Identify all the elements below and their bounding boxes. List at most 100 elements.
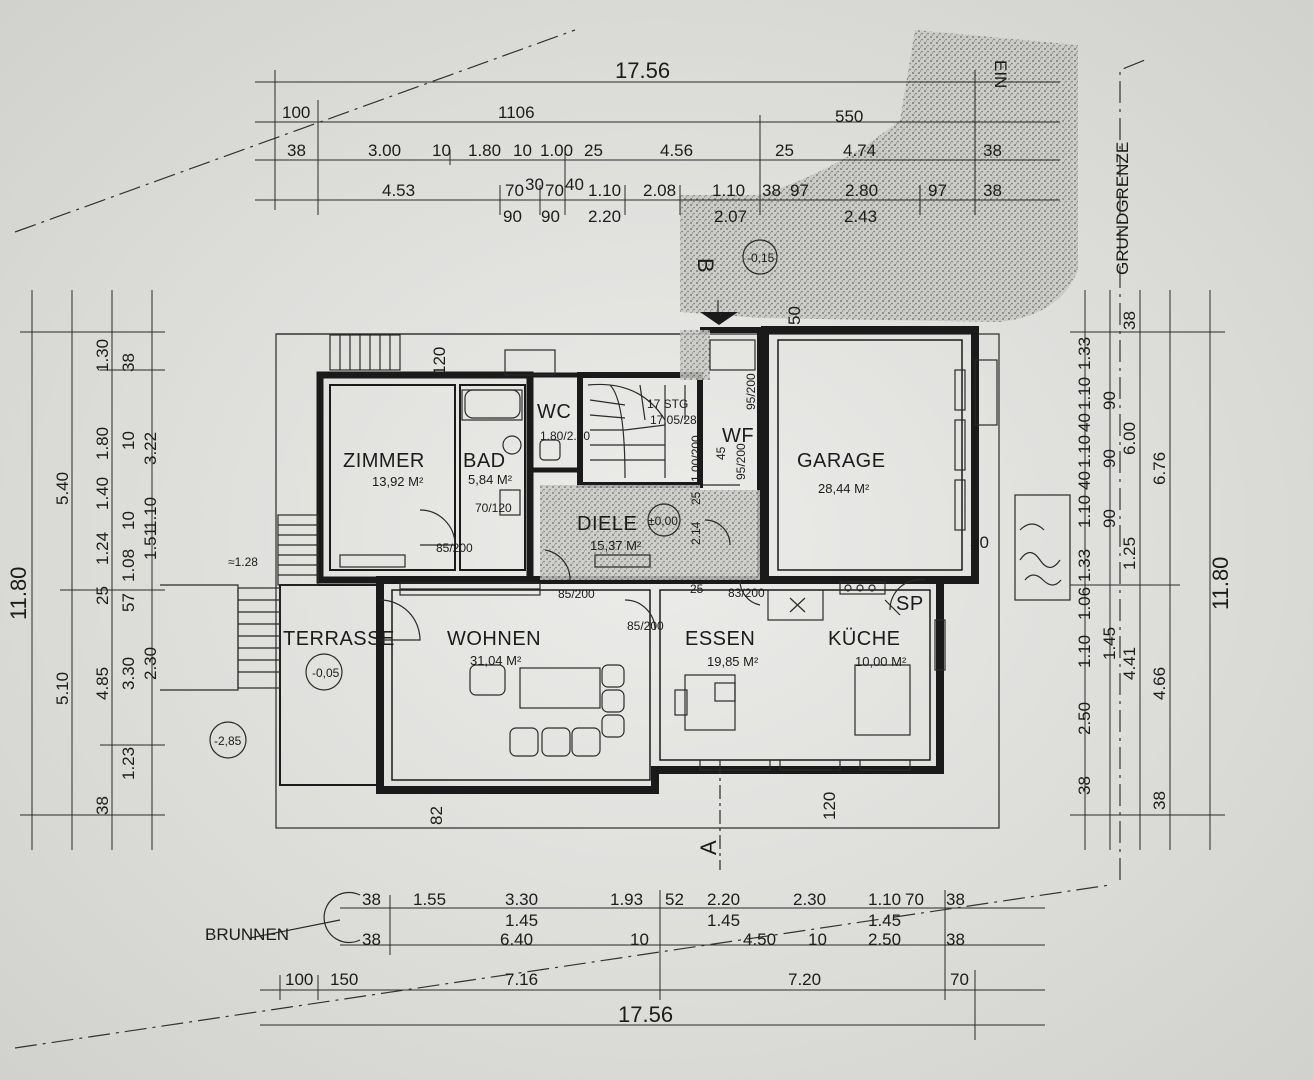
room-kueche-area: 10,00 M² — [855, 654, 907, 669]
dim-left-c2: 1.30 — [93, 339, 112, 372]
opening-bottom-120: 120 — [820, 792, 839, 820]
opening-bad-win: 70/120 — [475, 501, 512, 515]
dim-top-r2: 38 — [983, 141, 1002, 160]
dim-total-right: 11.80 — [1208, 557, 1233, 610]
dim-bottom-r2: 38 — [946, 930, 965, 949]
room-labels: ZIMMER 13,92 M² BAD 5,84 M² WC 17 STG 17… — [283, 397, 924, 669]
dim-bottom-r1: 1.93 — [610, 890, 643, 909]
dim-top-r3: 2.08 — [643, 181, 676, 200]
dim-top-r2: 4.56 — [660, 141, 693, 160]
brunnen-well: BRUNNEN — [205, 891, 361, 944]
dim-right-c1: 1.10 — [1075, 495, 1094, 528]
level-terrasse: -0,05 — [312, 666, 340, 680]
dim-top-r3b: 2.07 — [714, 207, 747, 226]
grundgrenze-label: GRUNDGRENZE — [1113, 142, 1132, 275]
dim-bottom-r1: 2.30 — [793, 890, 826, 909]
dim-top-r3: 97 — [790, 181, 809, 200]
dim-top-r1-c: 550 — [835, 107, 863, 126]
dim-bottom-r2: 38 — [362, 930, 381, 949]
stairs-label-2: 17,05/28 — [650, 413, 697, 427]
dim-top-r3: 1.10 — [712, 181, 745, 200]
dim-right-c4: 38 — [1150, 791, 1169, 810]
dim-top-r2: 1.80 — [468, 141, 501, 160]
dim-bottom-r2: 4.50 — [743, 930, 776, 949]
dim-left-c2: 1.80 — [93, 427, 112, 460]
dim-top-r2: 38 — [287, 141, 306, 160]
dim-left-c1: 5.40 — [53, 472, 72, 505]
dim-bottom-r1: 1.10 — [868, 890, 901, 909]
driveway-hatch — [680, 30, 1078, 322]
dimension-lines-top — [255, 70, 1060, 215]
dim-left-c2: 1.24 — [93, 532, 112, 565]
dim-right-c1: 1.33 — [1075, 337, 1094, 370]
ein-label: EIN — [991, 60, 1010, 88]
dim-right-c1: 1.10 — [1075, 377, 1094, 410]
dim-top-r3: 4.53 — [382, 181, 415, 200]
dim-right-c3: 1.25 — [1120, 537, 1139, 570]
opening-wc-win: 1.80/2.50 — [540, 429, 590, 443]
dim-left-c4: 2.30 — [141, 647, 160, 680]
dim-left-c2: 38 — [93, 796, 112, 815]
room-wohnen-area: 31,04 M² — [470, 653, 522, 668]
brunnen-label: BRUNNEN — [205, 925, 289, 944]
dimension-text-top: 17.56 100 1106 550 38 3.00 10 1.80 10 1.… — [282, 58, 1002, 226]
room-wc-name: WC — [537, 401, 571, 423]
dim-top-r3: 38 — [762, 181, 781, 200]
room-sp-name: SP — [896, 593, 924, 615]
dim-top-r1-b: 1106 — [498, 103, 535, 122]
dim-bottom-r1: 38 — [946, 890, 965, 909]
dim-top-r3: 97 — [928, 181, 947, 200]
room-zimmer-area: 13,92 M² — [372, 474, 424, 489]
room-wohnen-name: WOHNEN — [447, 628, 541, 650]
dim-top-r3: 30 — [525, 175, 544, 194]
room-kueche-name: KÜCHE — [828, 628, 901, 650]
section-b-label: B — [693, 258, 718, 273]
dim-right-c3: 38 — [1120, 311, 1139, 330]
garden-plant — [1019, 523, 1062, 586]
dim-bottom-r1b: 1.45 — [707, 911, 740, 930]
dim-right-c2: 1.45 — [1100, 627, 1119, 660]
dim-bottom-r3: 7.16 — [505, 970, 538, 989]
dim-right-c3: 4.41 — [1120, 647, 1139, 680]
dim-bottom-r1: 2.20 — [707, 890, 740, 909]
dim-right-c2: 90 — [1100, 509, 1119, 528]
room-essen-name: ESSEN — [685, 628, 755, 650]
dim-bottom-r1b: 1.45 — [505, 911, 538, 930]
dim-bottom-r1: 70 — [905, 890, 924, 909]
dimension-text-right: 11.80 1.33 1.10 40 1.10 40 1.10 1.33 1.0… — [1075, 311, 1233, 810]
room-diele-name: DIELE — [577, 513, 637, 535]
staircase — [587, 383, 686, 479]
dim-left-c1: 5.10 — [53, 672, 72, 705]
dim-bottom-r3: 150 — [330, 970, 358, 989]
level-stair-out: ≈1.28 — [228, 555, 258, 569]
dim-left-c3: 1.23 — [119, 747, 138, 780]
dim-left-c2: 1.40 — [93, 477, 112, 510]
dim-total-left: 11.80 — [6, 567, 31, 620]
opening-hall-w: 2.14 — [689, 521, 703, 545]
dim-bottom-r2: 6.40 — [500, 930, 533, 949]
dimension-lines-bottom — [260, 890, 1045, 1040]
opening-wf-door: 83/200 — [728, 586, 765, 600]
dimension-text-left: 11.80 5.40 5.10 1.30 1.80 1.40 1.24 25 4… — [6, 339, 160, 815]
dim-top-r3: 70 — [505, 181, 524, 200]
dim-top-r2: 10 — [432, 141, 451, 160]
dim-bottom-r3: 100 — [285, 970, 313, 989]
dim-top-r2: 4.74 — [843, 141, 876, 160]
dim-top-r3: 40 — [565, 175, 584, 194]
dim-top-r2: 1.00 — [540, 141, 573, 160]
dim-left-c3: 10 — [119, 511, 138, 530]
dim-total-top: 17.56 — [615, 58, 670, 83]
dim-right-c4: 6.76 — [1150, 452, 1169, 485]
dim-left-c3: 3.30 — [119, 657, 138, 690]
opening-bottom-82: 82 — [427, 806, 446, 825]
dim-top-r2: 3.00 — [368, 141, 401, 160]
room-garage-name: GARAGE — [797, 450, 886, 472]
dim-right-c1: 1.33 — [1075, 549, 1094, 582]
dim-right-c1: 38 — [1075, 776, 1094, 795]
dim-bottom-r2: 2.50 — [868, 930, 901, 949]
opening-wf-win: 95/200 — [744, 373, 758, 410]
dim-top-r3: 2.80 — [845, 181, 878, 200]
dim-left-c4: 1.51 — [141, 527, 160, 560]
diele-hatch — [540, 330, 760, 580]
